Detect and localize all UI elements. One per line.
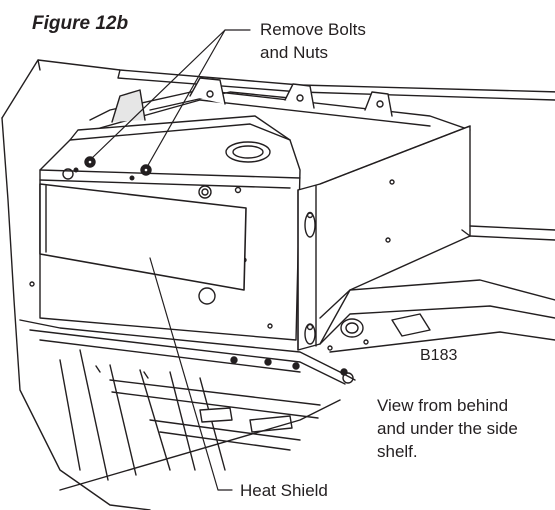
figure-title: Figure 12b: [32, 13, 129, 34]
side-shelf-frame: [297, 125, 555, 351]
remove-bolts-label-line1: Remove Bolts: [260, 20, 366, 39]
heat-shield-plate: [39, 183, 247, 291]
remove-bolts-label-line2: and Nuts: [260, 43, 329, 62]
leader-heat-shield: [149, 257, 233, 491]
top-rails: [89, 77, 471, 131]
leader-bolts-right: [146, 29, 226, 168]
shelf-underside: [319, 279, 555, 353]
hole-mid: [198, 185, 212, 199]
nut-left: [73, 167, 79, 173]
nut-right: [129, 175, 135, 181]
lower-structure: [59, 349, 341, 491]
hole-center: [198, 287, 216, 305]
shelf-round-hole: [340, 318, 364, 338]
bottom-screw-2: [264, 358, 272, 366]
bolts-and-nuts: [73, 156, 152, 181]
view-note-line3: shelf.: [377, 442, 418, 461]
bottom-screw-3: [292, 362, 300, 370]
view-note-line2: and under the side: [377, 419, 518, 438]
bracket-hole-2: [296, 94, 304, 102]
leader-lines: [89, 29, 251, 491]
bottom-rails: [19, 319, 356, 385]
bracket-hole-1: [206, 90, 214, 98]
view-note-line1: View from behind: [377, 396, 509, 415]
bottom-screw-1: [230, 356, 238, 364]
bracket-hole-3: [376, 100, 384, 108]
heat-shield-label: Heat Shield: [240, 481, 328, 500]
hole-left: [62, 168, 74, 180]
burner-opening: [225, 141, 271, 163]
part-code: B183: [420, 347, 458, 364]
